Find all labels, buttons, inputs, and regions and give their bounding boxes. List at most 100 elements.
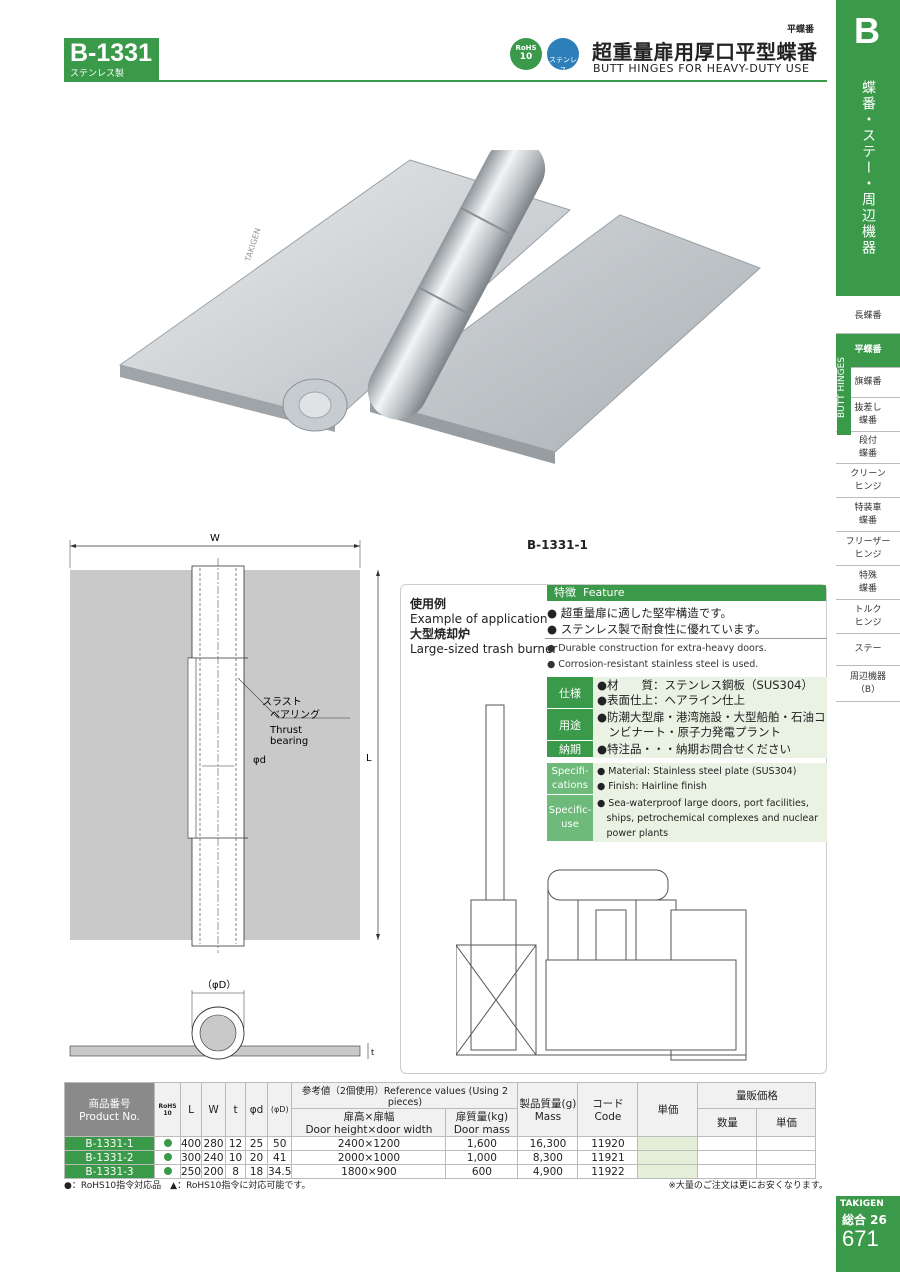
technical-drawing: W L スラスト ベアリング Thrust bearing φd （φD） t <box>69 533 380 1060</box>
svg-text:ベアリング: ベアリング <box>270 708 320 721</box>
cell-mass: 4,900 <box>517 1164 579 1179</box>
bulk-cell <box>756 1136 817 1151</box>
model-code: B-1331 <box>70 39 152 67</box>
feature-jp: ● 超重量扉に適した堅牢構造です。 ● ステンレス製で耐食性に優れています。 <box>547 606 767 636</box>
sidebar-item[interactable]: トルク ヒンジ <box>836 600 900 634</box>
cell-t: 12 <box>225 1136 247 1151</box>
bulk-cell <box>697 1150 758 1165</box>
page-number: 671 <box>842 1226 879 1251</box>
divider <box>545 638 827 639</box>
spec-label: Specifi-cations <box>547 763 593 795</box>
sidebar-item[interactable]: 周辺機器 （B） <box>836 666 900 702</box>
spec-value: ●防潮大型扉・港湾施設・大型船舶・石油コ ンビナート・原子力発電プラント <box>597 710 826 739</box>
rohs-compliant-icon <box>163 1138 172 1147</box>
svg-text:スラスト: スラスト <box>262 696 302 708</box>
cell-l: 250 <box>179 1164 203 1179</box>
dim-l: L <box>366 753 372 764</box>
product-photo: TAKIGEN <box>118 150 761 464</box>
col-big-d: (φD) <box>267 1082 293 1137</box>
section-tab[interactable]: B 蝶番・ステー・周辺機器 <box>836 0 900 296</box>
material-note: ステンレス製 <box>70 69 125 79</box>
price-cell <box>637 1164 699 1179</box>
stainless-badge: ステンレス <box>547 38 579 74</box>
spec-value: ●材 質：ステンレス鋼板（SUS304）●表面仕上：ヘアライン仕上 <box>597 678 813 707</box>
cell-w: 200 <box>201 1164 227 1179</box>
feature-en: ● Durable construction for extra-heavy d… <box>547 643 767 670</box>
sidebar-item[interactable]: クリーン ヒンジ <box>836 464 900 498</box>
cell-code: 11922 <box>577 1164 639 1179</box>
incinerator-illustration <box>456 704 747 1061</box>
col-qty: 数量 <box>697 1108 758 1137</box>
engraving-text: TAKIGEN <box>243 227 263 264</box>
cell-mass: 16,300 <box>517 1136 579 1151</box>
catalog-series: 総合 26 <box>842 1213 887 1227</box>
col-mass: 製品質量(g)Mass <box>517 1082 579 1137</box>
sidebar-item[interactable]: 特殊 蝶番 <box>836 566 900 600</box>
bulk-cell <box>756 1150 817 1165</box>
spec-table-jp: 仕様●材 質：ステンレス鋼板（SUS304）●表面仕上：ヘアライン仕上用途●防潮… <box>547 677 827 758</box>
dim-t: t <box>371 1048 374 1057</box>
col-l: L <box>179 1082 203 1137</box>
cell-d: 25 <box>245 1136 269 1151</box>
cell-pn: B-1331-3 <box>64 1164 155 1179</box>
section-letter: B <box>854 10 880 51</box>
spec-label: 用途 <box>547 709 593 741</box>
cell-door_mass: 1,600 <box>445 1136 519 1151</box>
cell-door: 2400×1200 <box>291 1136 447 1151</box>
col-ref: 参考値（2個使用）Reference values (Using 2 piece… <box>291 1082 519 1109</box>
col-w: W <box>201 1082 227 1137</box>
dim-w: W <box>210 533 220 544</box>
application-labels: 使用例 Example of application 大型焼却炉 Large-s… <box>410 597 558 656</box>
spec-row: Specifi-cations● Material: Stainless ste… <box>547 763 827 795</box>
spec-value: ●特注品・・・納期お問合せください <box>597 742 792 756</box>
dim-big-d: （φD） <box>202 979 236 991</box>
legend-note: ●：RoHS10指令対応品 ▲：RoHS10指令に対応可能です。 <box>64 1181 311 1191</box>
rohs-dot <box>154 1164 181 1179</box>
cell-code: 11921 <box>577 1150 639 1165</box>
price-cell <box>637 1150 699 1165</box>
cell-l: 400 <box>179 1136 203 1151</box>
rohs-compliant-icon <box>163 1166 172 1175</box>
rohs-dot <box>154 1150 181 1165</box>
cell-d: 20 <box>245 1150 269 1165</box>
rohs-badge: RoHS 10 <box>510 38 542 70</box>
cell-w: 240 <box>201 1150 227 1165</box>
cell-d: 18 <box>245 1164 269 1179</box>
cell-bd: 34.5 <box>267 1164 293 1179</box>
spec-row: 用途●防潮大型扉・港湾施設・大型船舶・石油コ ンビナート・原子力発電プラント <box>547 709 827 741</box>
page-title-en: BUTT HINGES FOR HEAVY-DUTY USE <box>593 62 810 75</box>
feature-header: 特徴 Feature <box>547 585 826 601</box>
side-vertical-label: BUTT HINGES <box>837 340 851 435</box>
bulk-cell <box>756 1164 817 1179</box>
photo-caption: B-1331-1 <box>527 538 588 552</box>
side-nav: 長蝶番平蝶番旗蝶番抜差し 蝶番段付 蝶番クリーン ヒンジ特装車 蝶番フリーザー … <box>836 300 900 702</box>
bulk-cell <box>697 1136 758 1151</box>
spec-table-en: Specifi-cations● Material: Stainless ste… <box>547 763 827 842</box>
cell-pn: B-1331-2 <box>64 1150 155 1165</box>
sidebar-item[interactable]: 旗蝶番 <box>836 368 900 398</box>
page-title: 超重量扉用厚口平型蝶番 <box>592 40 818 64</box>
sidebar-item[interactable]: 段付 蝶番 <box>836 432 900 464</box>
cell-mass: 8,300 <box>517 1150 579 1165</box>
col-price: 単価 <box>637 1082 699 1137</box>
spec-row: 仕様●材 質：ステンレス鋼板（SUS304）●表面仕上：ヘアライン仕上 <box>547 677 827 709</box>
col-t: t <box>225 1082 247 1137</box>
sidebar-item[interactable]: 特装車 蝶番 <box>836 498 900 532</box>
sidebar-item[interactable]: ステー <box>836 634 900 666</box>
sidebar-item[interactable]: 抜差し 蝶番 <box>836 398 900 432</box>
cell-pn: B-1331-1 <box>64 1136 155 1151</box>
spec-label: 納期 <box>547 741 593 758</box>
cell-door: 2000×1000 <box>291 1150 447 1165</box>
cell-door_mass: 600 <box>445 1164 519 1179</box>
header-rule <box>64 80 827 82</box>
sidebar-item[interactable]: フリーザー ヒンジ <box>836 532 900 566</box>
dim-d: φd <box>253 755 266 766</box>
sidebar-item[interactable]: 長蝶番 <box>836 300 900 334</box>
